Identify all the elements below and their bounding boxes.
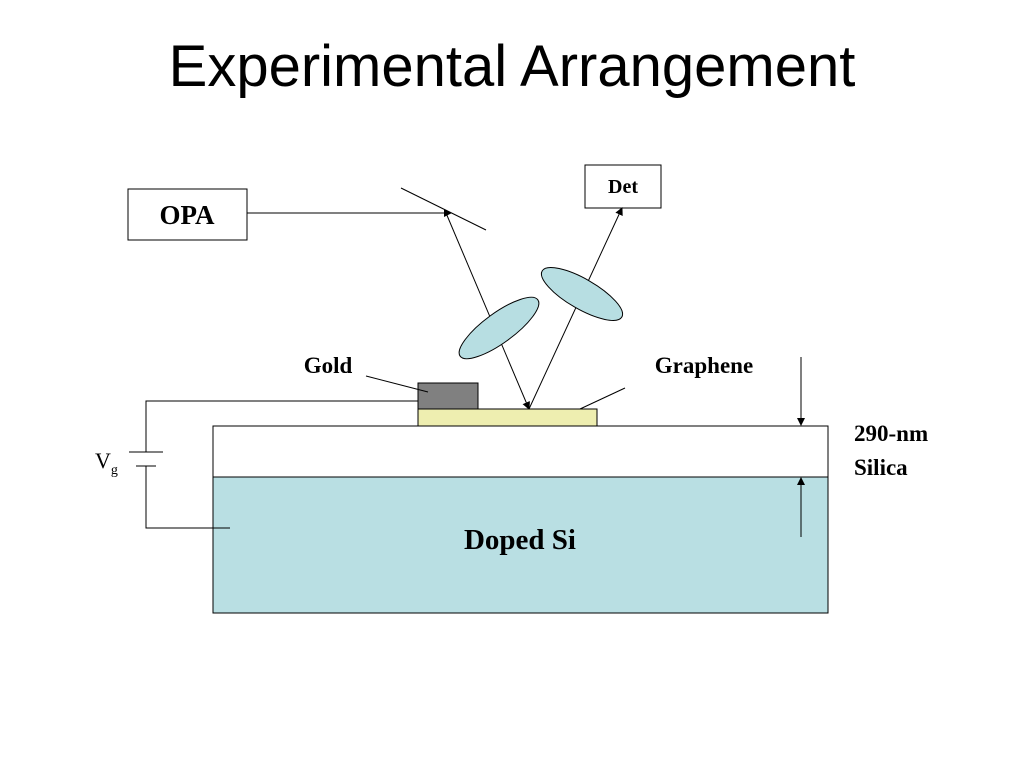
substrate-label: Doped Si [464, 524, 576, 556]
gold-contact [417, 382, 479, 410]
opa-box: OPA [127, 188, 248, 241]
silica-layer [212, 425, 829, 478]
slide-title: Experimental Arrangement [168, 34, 856, 99]
gold-leader [365, 375, 429, 393]
beam-sample-to-detector [528, 207, 623, 410]
detector-box: Det [584, 164, 662, 209]
graphene-label: Graphene [655, 353, 753, 378]
doped-si-layer [212, 476, 829, 614]
gate-wire [145, 400, 418, 452]
collecting-lens [540, 267, 624, 321]
silica-thickness-label: 290-nm [854, 421, 928, 446]
mirror [400, 187, 487, 231]
focusing-lens [458, 296, 540, 360]
graphene-layer [417, 408, 598, 427]
det-label: Det [608, 176, 638, 198]
opa-label: OPA [160, 200, 215, 230]
graphene-leader [579, 387, 626, 410]
beam-mirror-to-sample [445, 212, 530, 410]
gold-label: Gold [304, 353, 353, 378]
silica-material-label: Silica [854, 455, 908, 480]
gate-voltage-label: Vg [95, 448, 118, 478]
ground-wire [145, 466, 230, 529]
